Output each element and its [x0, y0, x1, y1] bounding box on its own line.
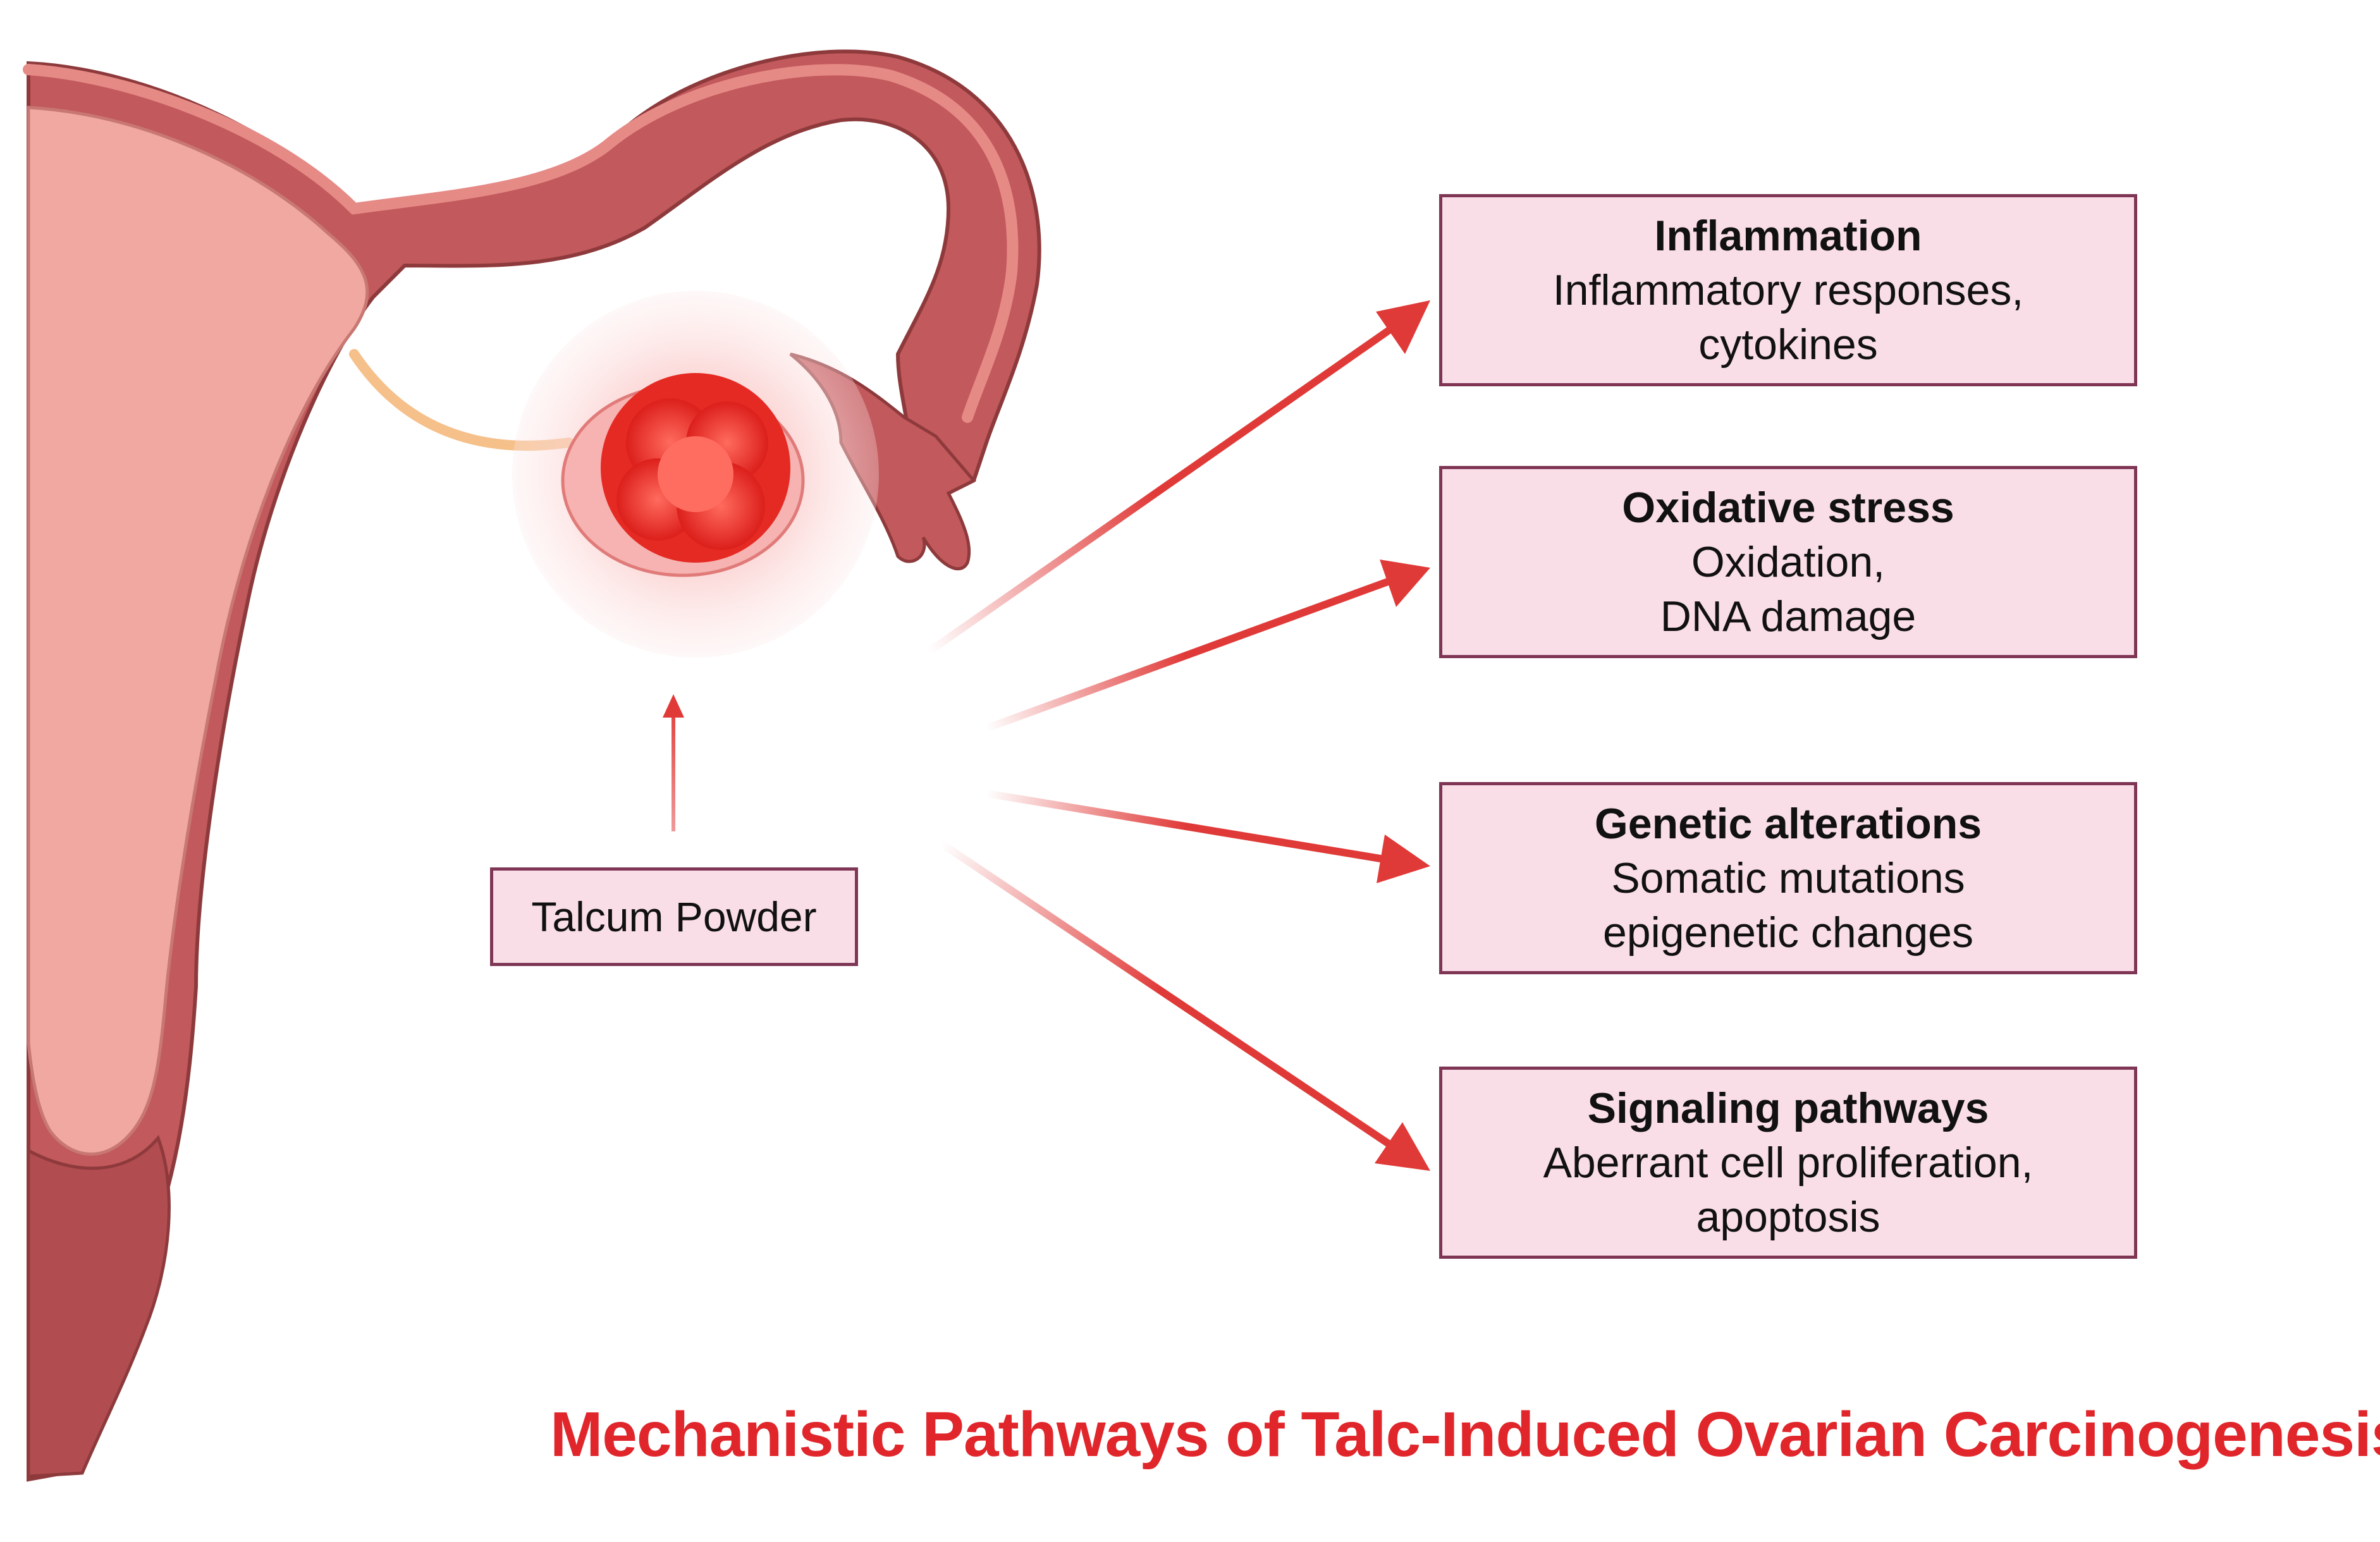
arrow-to-oxidative-stress — [985, 560, 1430, 732]
oxidative-stress-box: Oxidative stress Oxidation, DNA damage — [1439, 466, 2137, 658]
oxidative-stress-title: Oxidative stress — [1622, 484, 1954, 532]
genetic-alterations-box: Genetic alterations Somatic mutations ep… — [1439, 782, 2137, 974]
signaling-pathways-title: Signaling pathways — [1587, 1084, 1989, 1132]
signaling-pathways-line-2: apoptosis — [1696, 1193, 1880, 1241]
arrow-to-inflammation — [927, 300, 1430, 654]
inflammation-box: Inflammation Inflammatory responses, cyt… — [1439, 194, 2137, 386]
genetic-alterations-title: Genetic alterations — [1594, 800, 1982, 848]
uterus-illustration — [23, 49, 1041, 1482]
inflammation-line-2: cytokines — [1698, 321, 1878, 369]
talcum-powder-box: Talcum Powder — [490, 867, 858, 966]
figure-title: Mechanistic Pathways of Talc-Induced Ova… — [550, 1399, 2380, 1470]
ovary-tumor-icon — [512, 291, 879, 658]
signaling-pathways-box: Signaling pathways Aberrant cell prolife… — [1439, 1067, 2137, 1259]
signaling-pathways-line-1: Aberrant cell proliferation, — [1543, 1139, 2033, 1187]
genetic-alterations-line-1: Somatic mutations — [1611, 854, 1965, 902]
inflammation-line-1: Inflammatory responses, — [1552, 266, 2024, 314]
inflammation-title: Inflammation — [1654, 212, 1922, 260]
arrow-to-signaling-pathways — [940, 841, 1430, 1171]
arrow-to-genetic-alterations — [986, 790, 1430, 883]
oxidative-stress-line-1: Oxidation, — [1691, 538, 1886, 586]
genetic-alterations-line-2: epigenetic changes — [1602, 909, 1973, 957]
arrow-talc-to-ovary — [663, 694, 684, 831]
talcum-powder-label: Talcum Powder — [531, 893, 817, 940]
oxidative-stress-line-2: DNA damage — [1660, 592, 1917, 640]
